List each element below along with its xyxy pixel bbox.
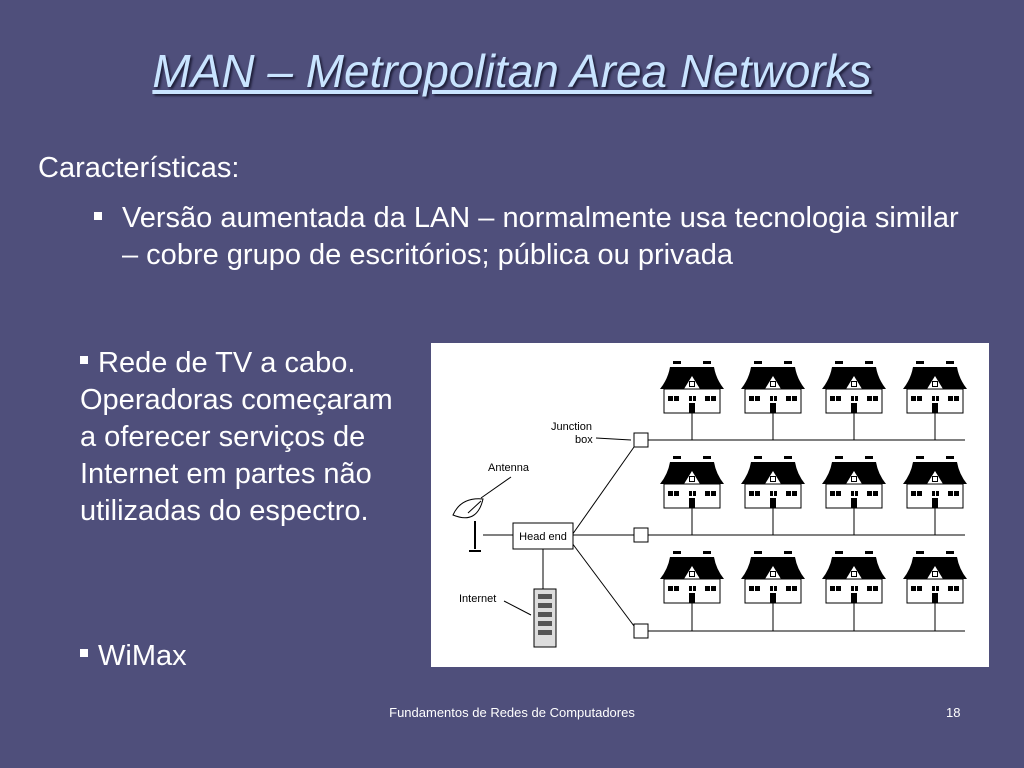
slide-footer: Fundamentos de Redes de Computadores [389, 705, 635, 720]
antenna-label: Antenna [488, 462, 530, 474]
bullet-text: WiMax [98, 640, 187, 672]
house-icon [902, 360, 968, 414]
junction-box-label-1: Junction [551, 421, 592, 433]
bullet-item-cable-tv: Rede de TV a cabo. Operadoras começaram … [80, 345, 410, 530]
junction-box [633, 623, 649, 639]
house-icon [659, 455, 725, 509]
satellite-antenna-icon [452, 498, 484, 552]
bullet-item-wimax: WiMax [80, 640, 187, 673]
house-icon [821, 360, 887, 414]
junction-box [633, 527, 649, 543]
house-icon [659, 550, 725, 604]
junction-box-label-2: box [575, 434, 593, 446]
cable-network-diagram: Head end Junction box Antenna Internet [431, 343, 989, 667]
section-heading: Características: [38, 152, 240, 184]
bullet-item-lan: Versão aumentada da LAN – normalmente us… [122, 202, 959, 271]
head-end-label: Head end [519, 531, 567, 543]
server-rack-icon [533, 588, 557, 648]
bullet-square-icon [80, 649, 88, 658]
bullet-square-icon [94, 212, 102, 220]
house-icon [740, 360, 806, 414]
house-icon [821, 550, 887, 604]
slide-title: MAN – Metropolitan Area Networks [152, 45, 872, 97]
house-icon [740, 455, 806, 509]
junction-box [633, 432, 649, 448]
head-end-box [512, 522, 574, 550]
house-icon [740, 550, 806, 604]
bullet-square-icon [80, 356, 88, 365]
bullet-text: Rede de TV a cabo. Operadoras começaram … [80, 347, 393, 527]
house-icon [902, 455, 968, 509]
internet-label: Internet [459, 593, 496, 605]
house-icon [821, 455, 887, 509]
page-number: 18 [946, 705, 961, 720]
house-icon [659, 360, 725, 414]
diagram-svg: Head end Junction box Antenna Internet [452, 360, 968, 648]
house-icon [902, 550, 968, 604]
